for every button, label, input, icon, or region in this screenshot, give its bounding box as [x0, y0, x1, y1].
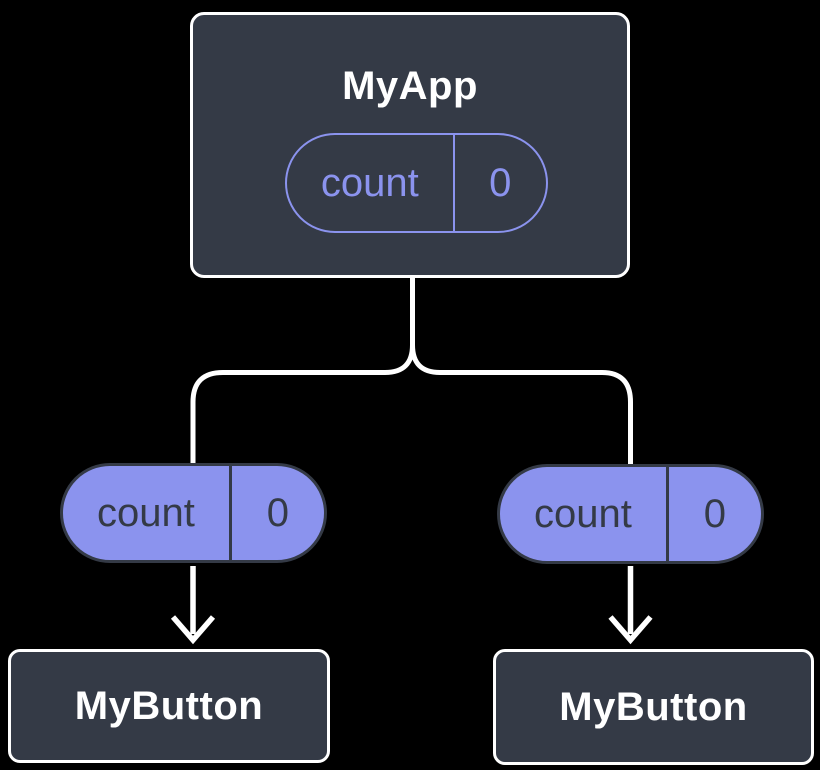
prop-value-label: 0 — [266, 490, 290, 535]
state-value-label: 0 — [489, 160, 512, 205]
prop-value-label: 0 — [703, 491, 727, 536]
arrow-down-icon — [608, 566, 653, 645]
prop-name-label: count — [63, 466, 232, 560]
child-component-node: MyButton — [493, 649, 814, 765]
state-name-label: count — [287, 135, 455, 231]
prop-pill: count 0 — [60, 463, 327, 563]
root-component-node: MyApp count 0 — [190, 12, 630, 278]
root-state-pill: count 0 — [285, 133, 548, 233]
root-component-title: MyApp — [342, 64, 478, 108]
child-component-node: MyButton — [8, 649, 330, 763]
tree-connector-right-branch — [410, 344, 633, 465]
child-component-title: MyButton — [74, 683, 264, 728]
prop-pill: count 0 — [497, 464, 764, 564]
child-component-title: MyButton — [559, 684, 748, 729]
prop-name-label: count — [500, 467, 669, 561]
tree-connector-left-branch — [190, 344, 415, 464]
arrow-down-icon — [170, 566, 216, 645]
